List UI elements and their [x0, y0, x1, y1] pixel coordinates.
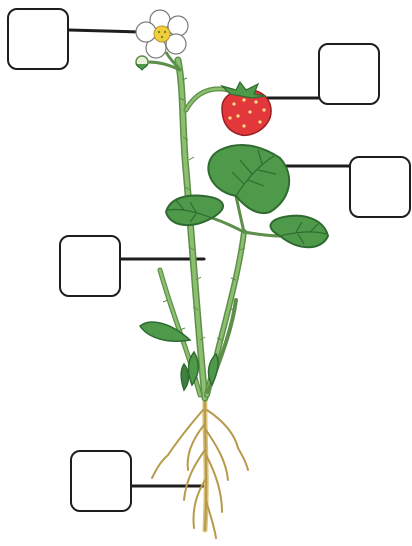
leader-line-flower [69, 30, 140, 32]
label-box-root[interactable] [70, 450, 132, 512]
leaf-right [271, 216, 328, 248]
label-box-leaf[interactable] [349, 156, 411, 218]
label-box-fruit[interactable] [318, 43, 380, 105]
strawberry-fruit [222, 82, 271, 135]
label-box-flower[interactable] [7, 8, 69, 70]
roots [152, 398, 248, 538]
label-box-stem[interactable] [59, 235, 121, 297]
